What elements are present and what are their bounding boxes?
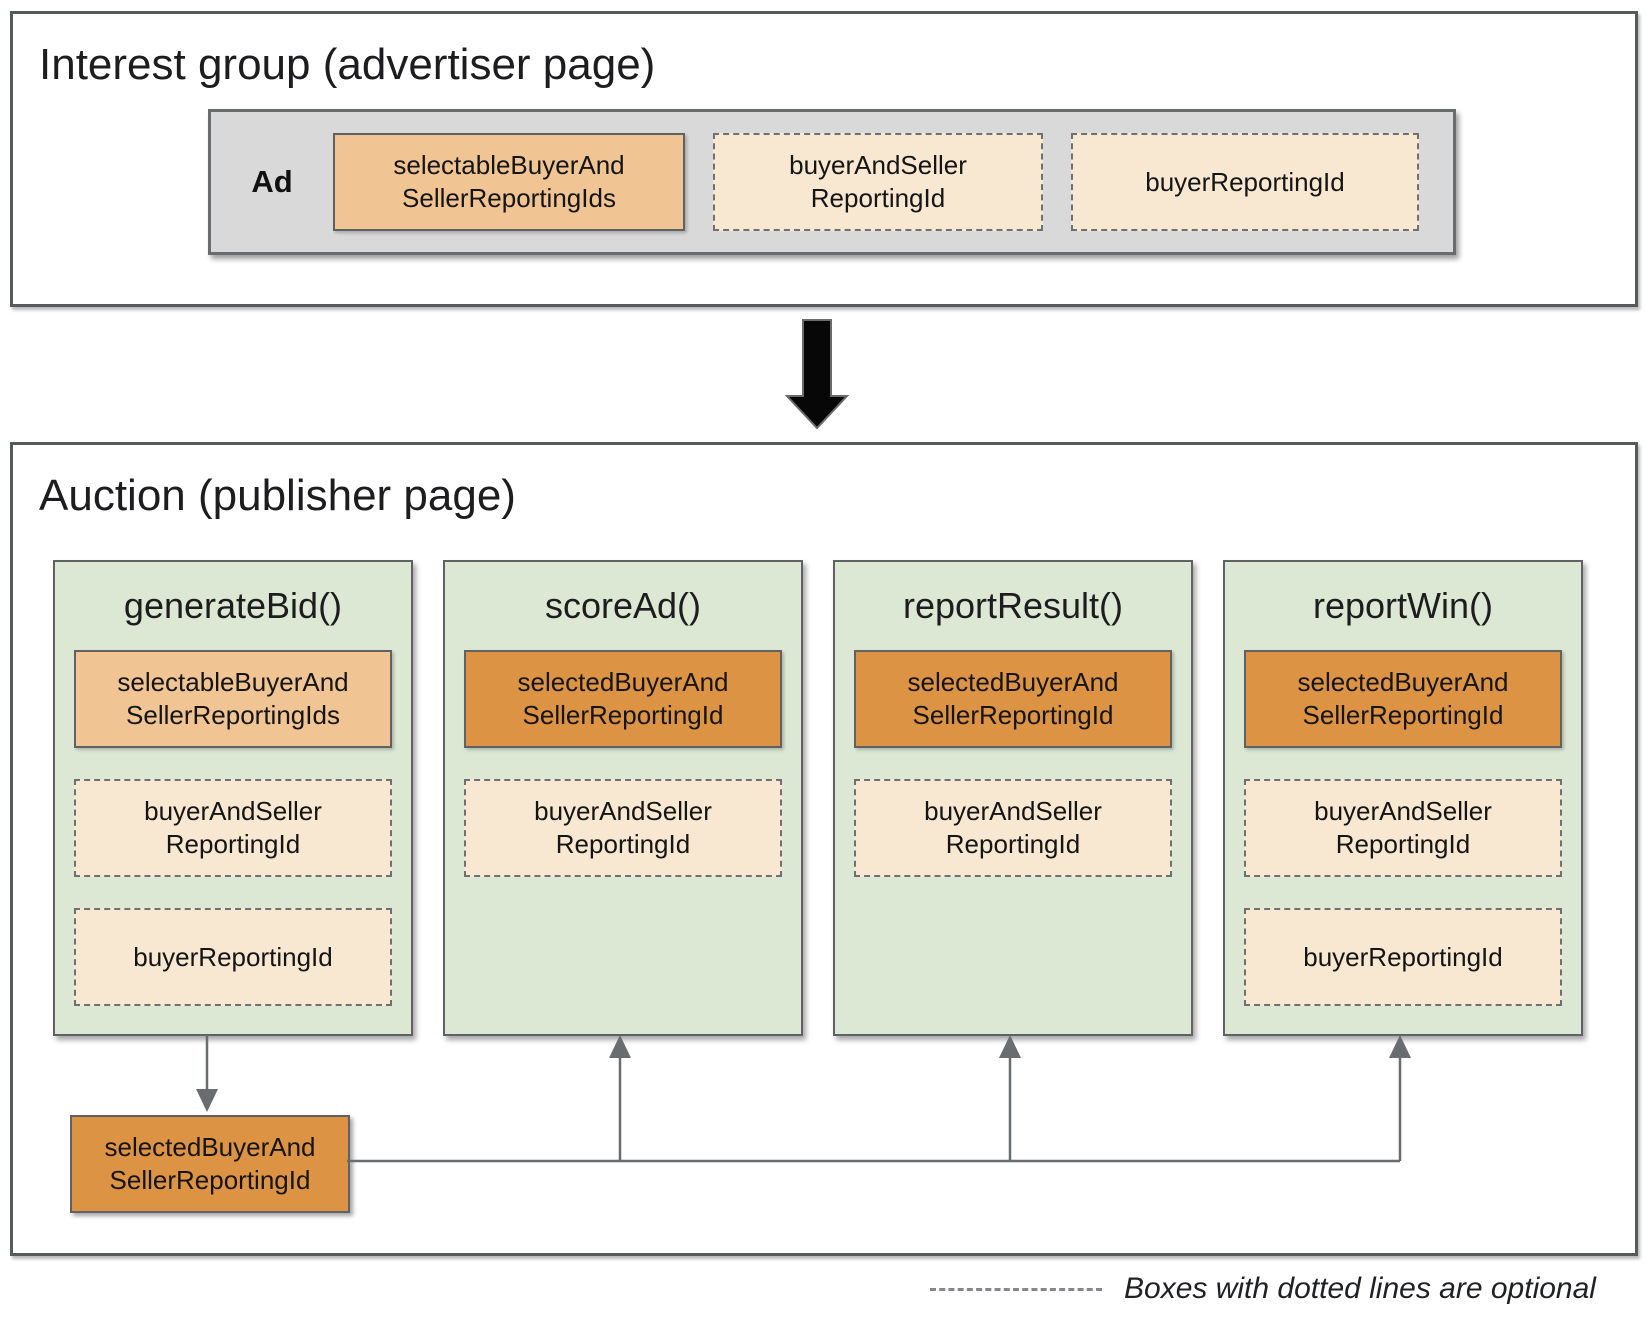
field-buyerAndSellerReportingId: buyerAndSeller ReportingId: [1244, 779, 1562, 877]
function-block-reportWin: reportWin() selectedBuyerAnd SellerRepor…: [1223, 560, 1583, 1036]
legend-label: Boxes with dotted lines are optional: [1124, 1272, 1596, 1305]
function-block-reportResult: reportResult() selectedBuyerAnd SellerRe…: [833, 560, 1193, 1036]
field-selectedBuyerAndSellerReportingId: selectedBuyerAnd SellerReportingId: [1244, 650, 1562, 748]
function-title: generateBid(): [123, 585, 343, 626]
field-buyerAndSellerReportingId: buyerAndSeller ReportingId: [464, 779, 782, 877]
field-buyerReportingId: buyerReportingId: [1071, 133, 1419, 231]
ad-container: Ad selectableBuyerAnd SellerReportingIds…: [208, 109, 1456, 255]
field-buyerReportingId: buyerReportingId: [74, 908, 392, 1006]
field-buyerAndSellerReportingId: buyerAndSeller ReportingId: [854, 779, 1172, 877]
function-title: scoreAd(): [544, 585, 702, 626]
field-selectableBuyerAndSellerReportingIds: selectableBuyerAnd SellerReportingIds: [333, 133, 685, 231]
interest-group-section: Interest group (advertiser page) Ad sele…: [10, 11, 1638, 307]
field-selectedBuyerAndSellerReportingId: selectedBuyerAnd SellerReportingId: [854, 650, 1172, 748]
legend: Boxes with dotted lines are optional: [930, 1272, 1630, 1306]
selected-id-output-box: selectedBuyerAnd SellerReportingId: [70, 1115, 350, 1213]
function-title: reportWin(): [1312, 585, 1494, 626]
interest-group-title: Interest group (advertiser page): [39, 40, 656, 89]
flow-down-arrow-icon: [784, 319, 850, 430]
function-block-generateBid: generateBid() selectableBuyerAnd SellerR…: [53, 560, 413, 1036]
field-buyerReportingId: buyerReportingId: [1244, 908, 1562, 1006]
field-selectableBuyerAndSellerReportingIds: selectableBuyerAnd SellerReportingIds: [74, 650, 392, 748]
field-selectedBuyerAndSellerReportingId: selectedBuyerAnd SellerReportingId: [464, 650, 782, 748]
auction-section: Auction (publisher page) generateBid() s…: [10, 442, 1638, 1256]
auction-title: Auction (publisher page): [39, 471, 516, 520]
function-title: reportResult(): [902, 585, 1124, 626]
function-block-scoreAd: scoreAd() selectedBuyerAnd SellerReporti…: [443, 560, 803, 1036]
ad-label: Ad: [251, 164, 293, 199]
legend-dashed-line-icon: [930, 1287, 1102, 1291]
field-buyerAndSellerReportingId: buyerAndSeller ReportingId: [74, 779, 392, 877]
field-buyerAndSellerReportingId: buyerAndSeller ReportingId: [713, 133, 1043, 231]
